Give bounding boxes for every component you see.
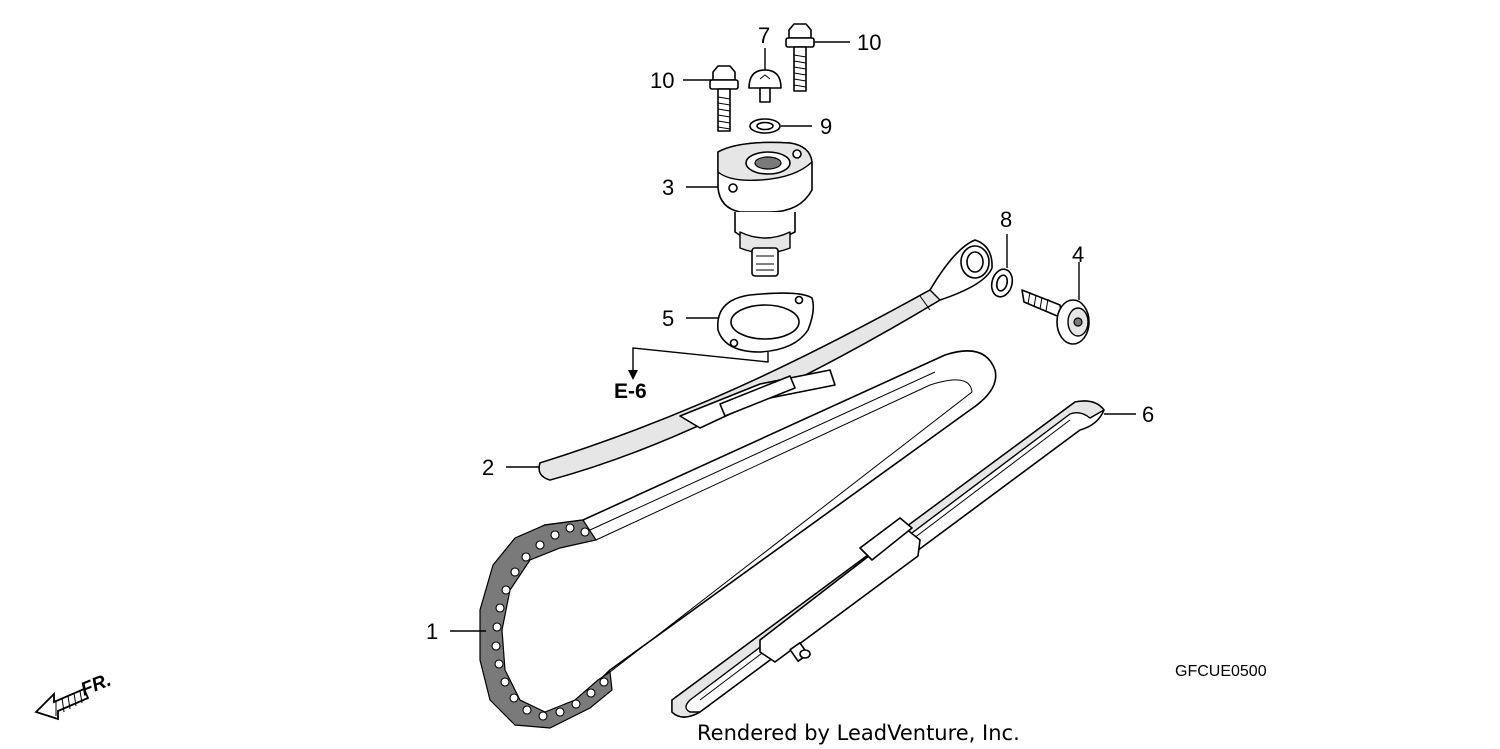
bolt-left-part[interactable] [709, 65, 739, 132]
reference-e6[interactable]: E-6 [614, 380, 647, 403]
callout-6: 6 [1142, 402, 1154, 427]
callout-1: 1 [426, 619, 438, 644]
tensioner-lifter-part[interactable] [717, 141, 813, 277]
diagram-code: GFCUE0500 [1175, 663, 1267, 680]
callout-3: 3 [662, 175, 674, 200]
callout-10-left: 10 [650, 68, 674, 93]
chain-links [491, 523, 609, 721]
tensioner-arm-part[interactable] [538, 239, 993, 481]
callout-2: 2 [482, 455, 494, 480]
callout-5: 5 [662, 306, 674, 331]
pivot-bolt-part[interactable] [1021, 289, 1090, 345]
callout-10-right: 10 [857, 30, 881, 55]
reference-bracket [628, 347, 769, 380]
front-direction-label: FR. [78, 670, 114, 701]
render-credit: Rendered by LeadVenture, Inc. [697, 721, 1020, 745]
callout-9: 9 [820, 114, 832, 139]
cam-chain-part[interactable] [479, 350, 997, 729]
washer-part[interactable] [749, 118, 781, 134]
gasket-part[interactable] [717, 292, 815, 353]
front-direction-arrow-icon [34, 687, 90, 721]
callout-7: 7 [758, 23, 770, 48]
pivot-washer-part[interactable] [989, 267, 1016, 299]
cap-screw-part[interactable] [748, 69, 782, 103]
chain-guide-part[interactable] [671, 400, 1105, 718]
bolt-right-part[interactable] [785, 23, 815, 92]
callout-4: 4 [1072, 242, 1084, 267]
callout-8: 8 [1000, 207, 1012, 232]
